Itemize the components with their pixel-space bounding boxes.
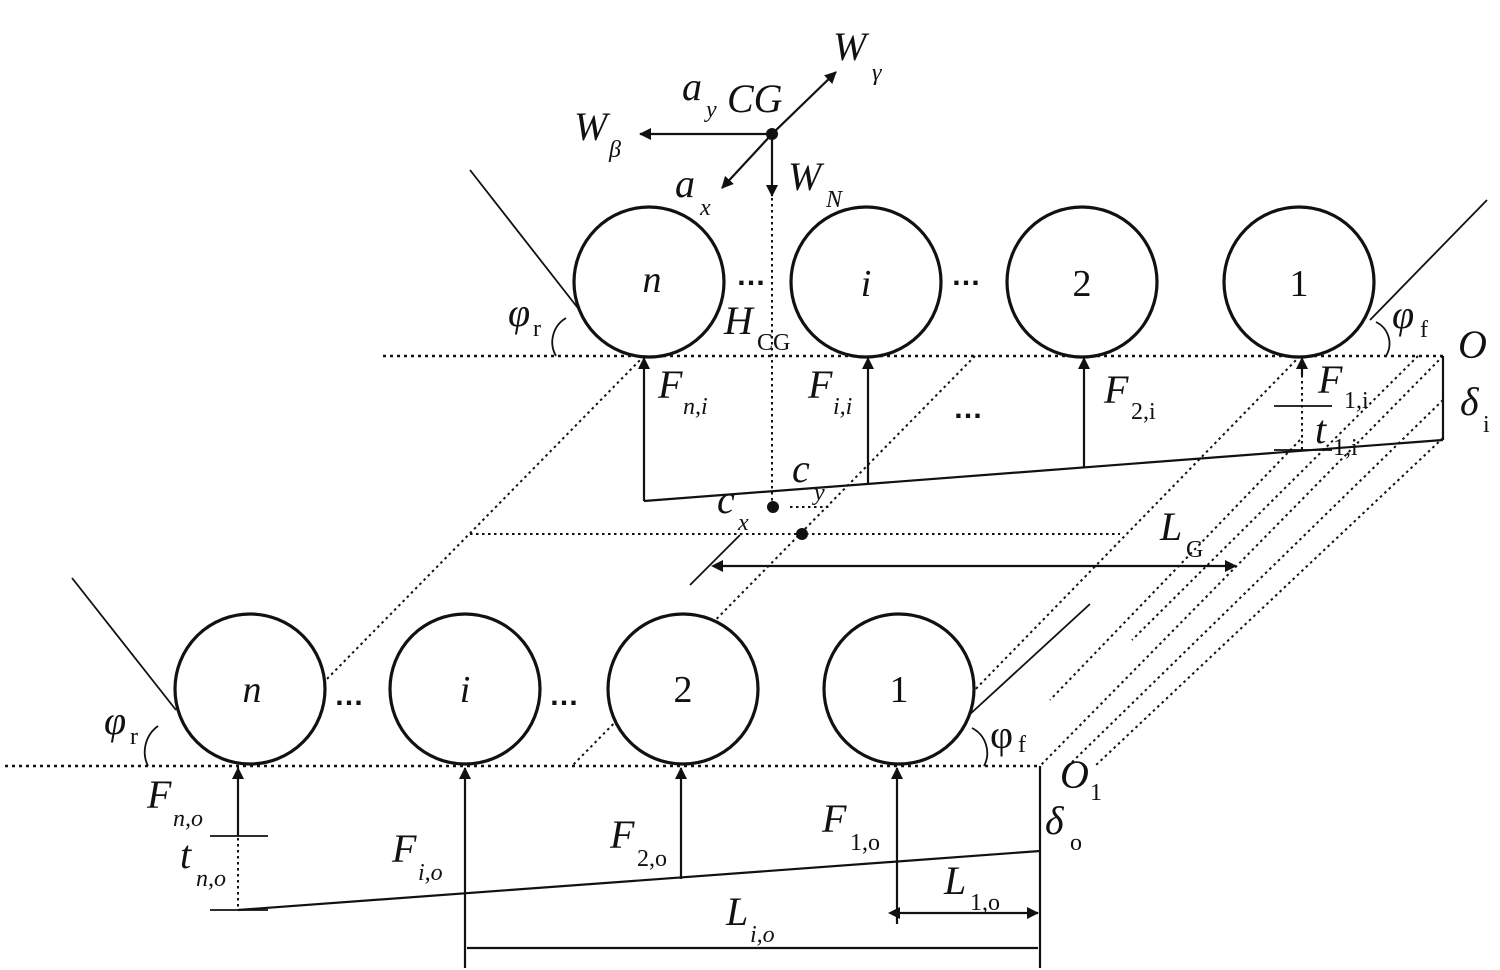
wheel-inner-i-label: i [861,263,872,305]
label-t-no: t [180,832,192,877]
wheel-outer-2-label: 2 [674,669,693,711]
label-l-io-sub: i,o [750,922,775,948]
label-phi-f-bot-sub: f [1018,732,1026,758]
cx-point [767,501,779,513]
wheel-outer-n [173,612,327,766]
cy-point [796,528,808,540]
label-phi-r-top: φ [508,290,530,335]
label-f-1o: F [821,796,847,841]
label-delta-i-sub: i [1483,412,1490,438]
label-l-g-sub: G [1186,537,1203,563]
label-l-1o: L [943,858,966,903]
label-l-io: L [725,889,748,934]
label-phi-f-top-sub: f [1420,317,1428,343]
phi-r-bot-tangent [71,577,177,711]
arrow-w-gamma [771,71,837,135]
svg-text:…: … [951,259,983,292]
phi-f-bot-tangent [967,603,1091,717]
label-o: O [1458,322,1487,367]
label-h-cg-sub: CG [757,330,790,356]
label-f-2o: F [609,812,635,857]
label-phi-r-top-sub: r [533,316,541,342]
label-a-y-sub: y [704,97,717,123]
dim-l-g-extension [689,534,741,586]
label-t-1i: t [1315,407,1327,452]
wheel-outer-1 [822,612,976,766]
label-t-1i-sub: 1,i [1333,435,1358,461]
labels: CG W γ W β a y a x W N H CG φ r φ f φ r … [104,24,1490,948]
label-w-gamma: W [833,24,870,69]
label-f-1i: F [1317,357,1343,402]
label-phi-r-bot-sub: r [130,724,138,750]
label-w-beta-sub: β [608,137,621,163]
wheel-outer-2 [606,612,760,766]
ellipses: … … … … … [334,259,985,712]
label-delta-i: δ [1460,379,1480,424]
phi-r-bot-arc [143,725,159,767]
label-w-beta: W [574,104,611,149]
wheel-outer-i [388,612,542,766]
phi-r-top-tangent [469,169,582,313]
label-phi-f-top: φ [1392,292,1414,337]
label-f-1o-sub: 1,o [850,830,880,856]
svg-text:…: … [334,679,366,712]
wheel-outer-n-label: n [243,669,262,711]
label-c-y-sub: y [812,480,825,506]
wheel-outer-1-label: 1 [890,669,909,711]
label-l-1o-sub: 1,o [970,890,1000,916]
label-a-y: a [682,64,702,109]
label-c-x-sub: x [737,510,749,536]
wheel-outer-i-label: i [460,669,471,711]
label-h-cg: H [723,298,755,343]
label-f-ni-sub: n,i [683,394,708,420]
label-l-g: L [1159,504,1182,549]
label-f-2o-sub: 2,o [637,846,667,872]
label-f-2i-sub: 2,i [1131,399,1156,425]
label-w-n-sub: N [825,187,844,213]
phi-f-top-arc [1375,321,1391,357]
label-o1: O [1060,752,1089,797]
label-f-io: F [391,826,417,871]
label-w-n: W [788,154,825,199]
outer-wheels: n i 2 1 [173,612,976,766]
inner-wheels: n i 2 1 [572,205,1376,359]
label-c-y: c [792,446,810,491]
cg-forces [639,71,837,197]
label-delta-o: δ [1045,798,1065,843]
label-f-no-sub: n,o [173,806,203,832]
wheel-inner-1-label: 1 [1290,263,1309,305]
label-f-ni: F [657,362,683,407]
label-c-x: c [717,477,735,522]
label-f-io-sub: i,o [418,860,443,886]
phi-r-top-arc [551,317,567,357]
cg-point [766,128,778,140]
label-cg: CG [727,76,783,121]
label-f-ii: F [807,362,833,407]
label-phi-f-bot: φ [990,712,1013,757]
label-f-1i-sub: 1,i [1344,388,1369,414]
outer-load-baseline [237,849,1041,912]
svg-text:…: … [736,259,768,292]
label-a-x-sub: x [699,195,711,221]
label-w-gamma-sub: γ [872,60,882,86]
arrow-a-x [721,133,773,189]
wheel-inner-n-label: n [643,259,662,301]
label-f-no: F [146,772,172,817]
svg-text:…: … [549,679,581,712]
label-o1-sub: 1 [1090,780,1102,806]
label-a-x: a [675,161,695,206]
label-t-no-sub: n,o [196,866,226,892]
phi-f-bot-arc [971,727,989,767]
svg-text:…: … [953,392,985,425]
phi-f-top-tangent [1369,199,1488,321]
label-f-2i: F [1103,367,1129,412]
label-f-ii-sub: i,i [833,394,852,420]
label-delta-o-sub: o [1070,830,1082,856]
label-phi-r-bot: φ [104,698,126,743]
wheel-inner-2-label: 2 [1073,263,1092,305]
